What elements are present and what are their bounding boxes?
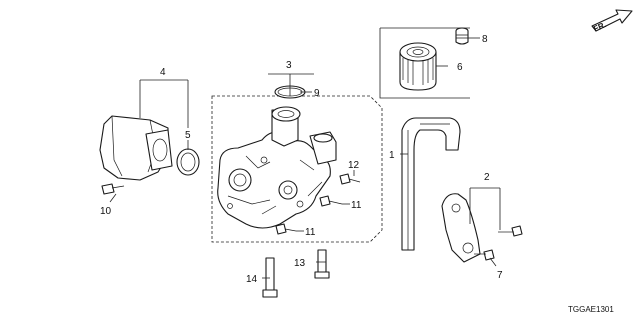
- oil-filter: [399, 42, 437, 91]
- callout-13: 13: [294, 258, 306, 269]
- filter-fitting-bolt: [455, 27, 469, 45]
- chain-tensioner: [441, 193, 481, 263]
- callout-5: 5: [185, 130, 191, 141]
- callout-1: 1: [389, 150, 395, 161]
- callout-6: 6: [457, 62, 463, 73]
- callout-12: 12: [348, 160, 360, 171]
- bolt-12: [339, 173, 361, 185]
- callout-11-upper: 11: [351, 200, 362, 211]
- bolt-11-upper: [319, 195, 343, 207]
- bolt-10: [101, 183, 125, 195]
- bolt-7-lower: [474, 249, 495, 261]
- callout-2: 2: [484, 172, 490, 183]
- gasket: [176, 148, 200, 176]
- callout-3: 3: [286, 60, 292, 71]
- stud-bolt-13: [314, 249, 330, 279]
- oil-pump: [217, 106, 337, 229]
- oil-pump-chain: [401, 117, 461, 251]
- callout-10: 10: [100, 206, 112, 217]
- callout-8: 8: [482, 34, 488, 45]
- callout-7: 7: [497, 270, 503, 281]
- front-direction-arrow: FR.: [591, 9, 633, 34]
- callout-14: 14: [246, 274, 258, 285]
- oil-strainer-housing: [99, 115, 173, 181]
- diagram-code: TGGAE1301: [568, 305, 614, 314]
- callout-9: 9: [314, 88, 320, 99]
- callout-11-lower: 11: [305, 227, 316, 238]
- bolt-7-upper: [498, 225, 523, 237]
- callout-4: 4: [160, 67, 166, 78]
- oil-filter-group-outline: [379, 27, 470, 99]
- leader-lines: [109, 37, 501, 279]
- oil-pump-group-outline: [211, 95, 383, 243]
- bolt-11-lower: [275, 223, 297, 235]
- stud-bolt-14: [262, 257, 278, 298]
